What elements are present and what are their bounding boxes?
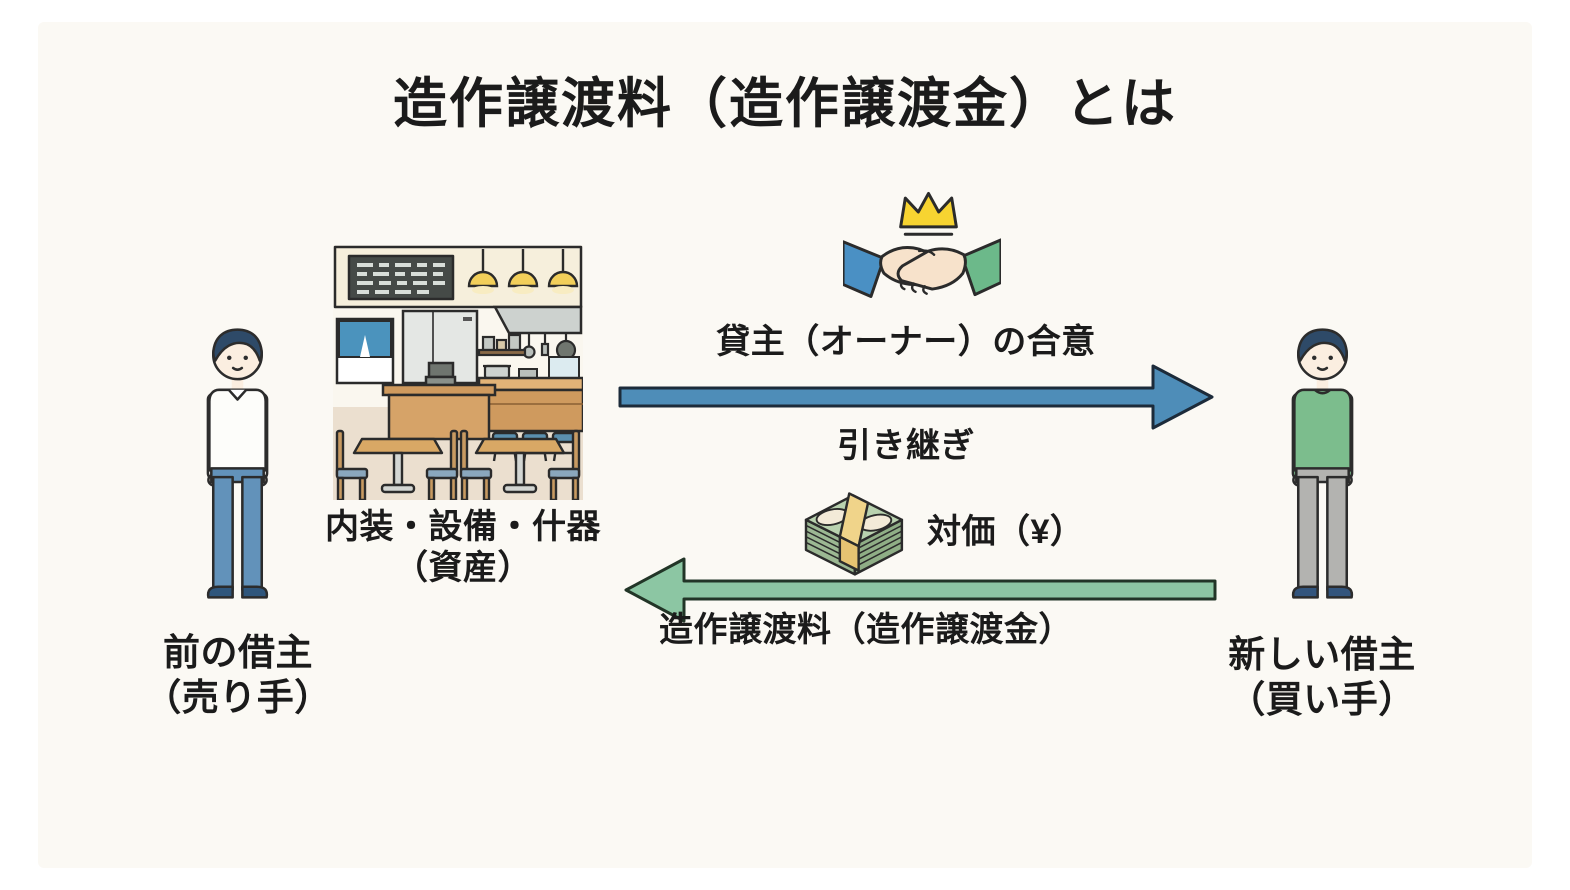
background-card bbox=[38, 22, 1532, 868]
restaurant-interior-illustration bbox=[333, 245, 583, 500]
crown-icon bbox=[899, 191, 958, 229]
buyer-label: 新しい借主 （買い手） bbox=[1172, 632, 1472, 722]
seller-label: 前の借主 （売り手） bbox=[88, 630, 388, 720]
asset-name: 内装・設備・什器 bbox=[325, 508, 601, 546]
money-stack-icon bbox=[804, 492, 904, 576]
payment-price-group: 対価（¥） bbox=[795, 486, 1084, 580]
person-buyer-illustration bbox=[1291, 328, 1354, 599]
handover-condition-label: 貸主（オーナー）の合意 bbox=[716, 323, 1096, 361]
page-title: 造作譲渡料（造作譲渡金）とは bbox=[393, 74, 1177, 134]
asset-label: 内装・設備・什器 （資産） bbox=[313, 507, 613, 590]
asset-note: （資産） bbox=[394, 549, 532, 588]
handover-arrow bbox=[618, 364, 1214, 430]
hanging-utensils bbox=[522, 333, 577, 361]
dining-tables bbox=[335, 429, 581, 500]
buyer-role: （買い手） bbox=[1228, 679, 1416, 721]
payment-label: 造作譲渡料（造作譲渡金） bbox=[659, 611, 1073, 649]
payment-arrow bbox=[624, 557, 1217, 623]
register-counter bbox=[381, 361, 497, 441]
pendant-lights bbox=[467, 249, 579, 294]
person-seller-illustration bbox=[206, 328, 269, 599]
seller-role: （売り手） bbox=[144, 677, 332, 719]
kitchen-hood bbox=[492, 305, 583, 335]
buyer-name: 新しい借主 bbox=[1228, 634, 1416, 675]
payment-price-label: 対価（¥） bbox=[927, 513, 1085, 552]
handshake-with-crown-icon bbox=[843, 191, 1001, 298]
handover-label: 引き継ぎ bbox=[837, 427, 975, 465]
seller-name: 前の借主 bbox=[163, 632, 313, 673]
